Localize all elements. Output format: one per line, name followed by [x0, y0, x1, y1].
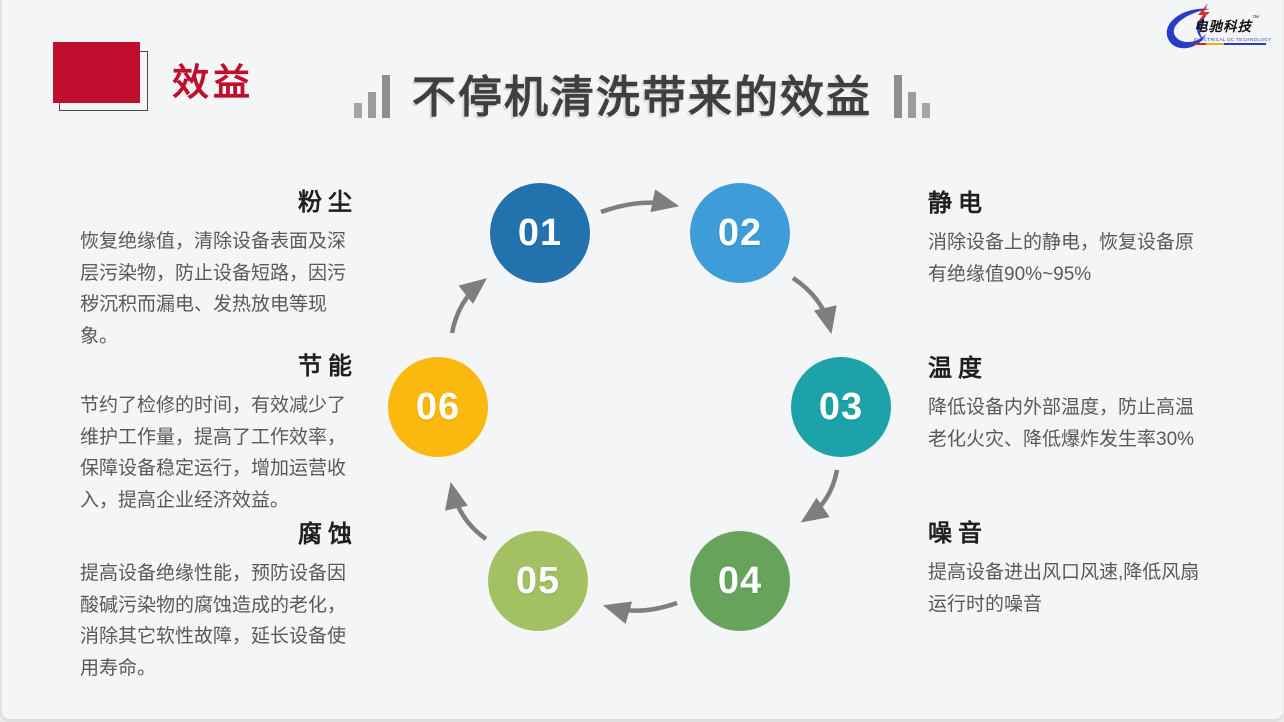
benefit-body: 消除设备上的静电，恢复设备原有绝缘值90%~95% — [928, 232, 1195, 285]
benefit-heading: 节能 — [298, 353, 358, 380]
benefit-heading: 粉尘 — [298, 189, 358, 216]
lightning-bolt-icon — [1196, 3, 1210, 24]
title-row: 不停机清洗带来的效益 — [0, 73, 1284, 122]
benefit-block-temperature: 温度 降低设备内外部温度，防止高温老化火灾、降低爆炸发生率30% — [928, 348, 1204, 455]
benefit-heading: 腐蚀 — [298, 521, 358, 548]
cycle-step-01: 01 — [490, 183, 590, 283]
badge-red-box — [53, 42, 140, 103]
arrow-04-05 — [602, 600, 678, 625]
benefit-body: 降低设备内外部温度，防止高温老化火灾、降低爆炸发生率30% — [928, 397, 1195, 450]
benefit-block-corrosion: 腐蚀 提高设备绝缘性能，预防设备因酸碱污染物的腐蚀造成的老化，消除其它软性故障，… — [80, 514, 358, 684]
benefit-heading: 温度 — [928, 355, 988, 382]
cycle-step-number: 03 — [818, 385, 864, 428]
section-badge — [53, 42, 148, 111]
cycle-step-04: 04 — [690, 531, 790, 631]
cycle-step-number: 04 — [717, 559, 763, 602]
page-title: 不停机清洗带来的效益 — [412, 73, 872, 122]
company-logo: 电驰科技™ ELECTRICAL DC TECHNOLOGY — [1154, 3, 1276, 53]
benefit-block-noise: 噪音 提高设备进出风口风速,降低风扇运行时的噪音 — [928, 513, 1204, 620]
logo-color-strip — [1194, 43, 1266, 45]
benefit-body: 恢复绝缘值，清除设备表面及深层污染物，防止设备短路，因污秽沉积而漏电、发热放电等… — [80, 231, 347, 347]
cycle-step-03: 03 — [791, 357, 891, 457]
bar-chart-icon-right — [894, 75, 930, 122]
benefit-body: 节约了检修的时间，有效减少了维护工作量，提高了工作效率，保障设备稳定运行，增加运… — [80, 395, 347, 511]
trademark-symbol: ™ — [1252, 15, 1259, 22]
benefit-body: 提高设备进出风口风速,降低风扇运行时的噪音 — [928, 562, 1200, 615]
bar-chart-icon-left — [354, 75, 390, 122]
cycle-step-05: 05 — [488, 531, 588, 631]
logo-company-name: 电驰科技 — [1194, 19, 1252, 34]
benefit-heading: 噪音 — [928, 520, 988, 547]
cycle-step-number: 01 — [517, 211, 563, 254]
benefit-block-energy: 节能 节约了检修的时间，有效减少了维护工作量，提高了工作效率，保障设备稳定运行，… — [80, 346, 358, 516]
logo-swoosh-icon — [1166, 3, 1210, 49]
benefit-body: 提高设备绝缘性能，预防设备因酸碱污染物的腐蚀造成的老化，消除其它软性故障，延长设… — [80, 563, 347, 679]
arrow-03-04 — [800, 469, 840, 523]
cycle-step-number: 06 — [415, 385, 461, 428]
cycle-step-number: 05 — [515, 559, 561, 602]
arrow-02-03 — [791, 276, 837, 335]
cycle-step-06: 06 — [388, 357, 488, 457]
benefit-heading: 静电 — [928, 190, 988, 217]
logo-subtext: ELECTRICAL DC TECHNOLOGY — [1194, 37, 1272, 42]
section-title: 效益 — [172, 62, 254, 103]
arrow-01-02 — [600, 189, 680, 215]
arrow-06-01 — [449, 278, 487, 334]
cycle-step-02: 02 — [690, 183, 790, 283]
benefit-block-static: 静电 消除设备上的静电，恢复设备原有绝缘值90%~95% — [928, 183, 1204, 290]
logo-text: 电驰科技™ ELECTRICAL DC TECHNOLOGY — [1194, 15, 1274, 45]
arrow-05-06 — [445, 481, 488, 541]
cycle-step-number: 02 — [717, 211, 763, 254]
benefit-block-dust: 粉尘 恢复绝缘值，清除设备表面及深层污染物，防止设备短路，因污秽沉积而漏电、发热… — [80, 182, 358, 352]
